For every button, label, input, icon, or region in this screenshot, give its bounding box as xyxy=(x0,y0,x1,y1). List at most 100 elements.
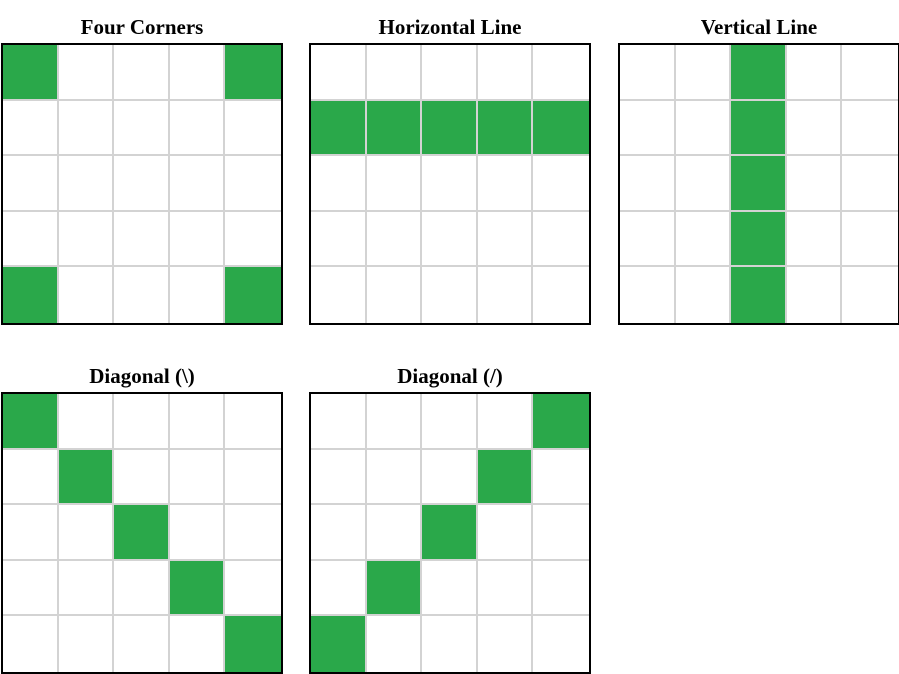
pattern-grid xyxy=(1,392,283,674)
grid-cell-empty xyxy=(422,156,478,212)
grid-cell-filled xyxy=(533,100,589,157)
grid-cell-empty xyxy=(477,211,534,268)
grid-cell-empty xyxy=(3,449,59,506)
grid-cell-empty xyxy=(533,449,589,506)
grid-cell-empty xyxy=(169,394,226,450)
grid-cell-empty xyxy=(225,560,281,617)
grid-cell-empty xyxy=(842,211,898,268)
grid-cell-empty xyxy=(3,505,59,561)
grid-cell-empty xyxy=(3,560,59,617)
grid-cell-empty xyxy=(169,100,226,157)
grid-cell-empty xyxy=(366,156,423,212)
grid-cell-filled xyxy=(3,267,59,323)
grid-cell-empty xyxy=(114,45,170,101)
grid-cell-empty xyxy=(422,211,478,268)
grid-cell-empty xyxy=(114,394,170,450)
grid-cell-empty xyxy=(477,505,534,561)
grid-cell-empty xyxy=(114,560,170,617)
panel-four-corners: Four Corners xyxy=(1,15,283,325)
grid-cell-empty xyxy=(366,449,423,506)
grid-cell-empty xyxy=(3,211,59,268)
grid-cell-empty xyxy=(311,449,367,506)
grid-cell-filled xyxy=(731,267,787,323)
grid-cell-empty xyxy=(477,267,534,323)
grid-cell-empty xyxy=(114,156,170,212)
grid-cell-empty xyxy=(58,394,115,450)
grid-cell-empty xyxy=(169,505,226,561)
grid-cell-filled xyxy=(731,100,787,157)
grid-cell-empty xyxy=(225,211,281,268)
pattern-grid xyxy=(309,392,591,674)
grid-cell-empty xyxy=(225,394,281,450)
grid-cell-empty xyxy=(169,156,226,212)
grid-cell-empty xyxy=(422,616,478,672)
panel-diagonal-slash: Diagonal (/) xyxy=(309,364,591,674)
grid-cell-empty xyxy=(114,100,170,157)
grid-cell-empty xyxy=(169,616,226,672)
grid-cell-empty xyxy=(620,100,676,157)
grid-cell-empty xyxy=(311,45,367,101)
grid-cell-filled xyxy=(366,560,423,617)
pattern-grid xyxy=(309,43,591,325)
grid-cell-empty xyxy=(114,449,170,506)
grid-cell-empty xyxy=(477,45,534,101)
grid-cell-empty xyxy=(311,211,367,268)
grid-cell-empty xyxy=(620,156,676,212)
grid-cell-empty xyxy=(477,560,534,617)
panel-title: Vertical Line xyxy=(700,15,818,39)
grid-cell-empty xyxy=(58,211,115,268)
grid-cell-empty xyxy=(422,267,478,323)
grid-cell-empty xyxy=(533,560,589,617)
grid-cell-empty xyxy=(842,267,898,323)
grid-cell-empty xyxy=(477,616,534,672)
grid-cell-empty xyxy=(114,267,170,323)
grid-cell-empty xyxy=(3,100,59,157)
panel-title: Horizontal Line xyxy=(378,15,522,39)
grid-cell-empty xyxy=(114,616,170,672)
panel-title: Diagonal (/) xyxy=(397,364,503,388)
grid-cell-filled xyxy=(311,616,367,672)
grid-cell-filled xyxy=(3,45,59,101)
grid-cell-empty xyxy=(786,100,843,157)
grid-cell-filled xyxy=(311,100,367,157)
grid-cell-empty xyxy=(366,616,423,672)
grid-cell-empty xyxy=(422,560,478,617)
grid-cell-empty xyxy=(366,267,423,323)
grid-cell-empty xyxy=(786,267,843,323)
grid-cell-empty xyxy=(533,616,589,672)
grid-cell-empty xyxy=(620,45,676,101)
grid-cell-empty xyxy=(675,45,732,101)
grid-cell-empty xyxy=(422,394,478,450)
grid-cell-empty xyxy=(225,505,281,561)
panel-vertical-line: Vertical Line xyxy=(618,15,899,325)
grid-cell-empty xyxy=(675,100,732,157)
grid-cell-empty xyxy=(620,211,676,268)
grid-cell-filled xyxy=(225,616,281,672)
panel-title: Diagonal (\) xyxy=(89,364,195,388)
panel-title: Four Corners xyxy=(80,15,204,39)
grid-cell-empty xyxy=(58,560,115,617)
pattern-grid xyxy=(1,43,283,325)
grid-cell-filled xyxy=(731,211,787,268)
grid-cell-filled xyxy=(169,560,226,617)
grid-cell-empty xyxy=(533,267,589,323)
grid-cell-empty xyxy=(533,156,589,212)
grid-cell-empty xyxy=(786,45,843,101)
grid-cell-empty xyxy=(533,45,589,101)
panel-diagonal-backslash: Diagonal (\) xyxy=(1,364,283,674)
grid-cell-filled xyxy=(477,100,534,157)
grid-cell-empty xyxy=(58,100,115,157)
grid-cell-empty xyxy=(675,156,732,212)
grid-cell-empty xyxy=(675,211,732,268)
grid-cell-empty xyxy=(422,449,478,506)
grid-cell-filled xyxy=(731,45,787,101)
grid-cell-empty xyxy=(225,449,281,506)
grid-cell-empty xyxy=(169,449,226,506)
grid-cell-filled xyxy=(422,100,478,157)
panel-horizontal-line: Horizontal Line xyxy=(309,15,591,325)
grid-cell-empty xyxy=(477,156,534,212)
grid-cell-filled xyxy=(225,267,281,323)
grid-cell-filled xyxy=(422,505,478,561)
grid-cell-empty xyxy=(311,156,367,212)
grid-cell-empty xyxy=(58,267,115,323)
